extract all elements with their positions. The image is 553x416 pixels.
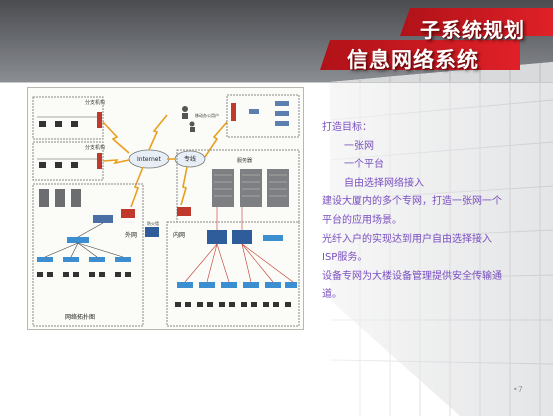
- branch-label-1: 分支机构: [85, 99, 105, 106]
- branch-pc-icons: [39, 121, 78, 168]
- svg-text:专线: 专线: [184, 155, 196, 163]
- inner-pc-icons: [175, 302, 291, 307]
- diagram-caption: 网络拓扑图: [65, 313, 95, 321]
- firewall-label: 防火墙: [147, 220, 159, 226]
- outer-net-label: 外网: [125, 231, 137, 239]
- inner-net-label: 内网: [173, 231, 185, 239]
- server-label: 服务器: [237, 157, 252, 164]
- body-text: 打造目标： 一张网一个平台自由选择网络接入建设大厦内的多个专网，打造一张网一个平台…: [322, 119, 522, 305]
- network-topology-diagram: 分支机构 分支机构 Internet 专线: [27, 87, 304, 330]
- body-line: 建设大厦内的多个专网，打造一张网一个: [322, 196, 502, 208]
- center-firewall-icon: [145, 227, 159, 237]
- svg-text:Internet: Internet: [137, 156, 161, 163]
- page-number: •7: [513, 385, 523, 394]
- body-line: 一个平台: [344, 159, 384, 171]
- body-line: ISP服务。: [322, 252, 368, 264]
- outer-pc-icons: [37, 272, 131, 277]
- remote-user-label: 移动办公用户: [195, 112, 219, 118]
- private-line-cloud-icon: 专线: [174, 150, 206, 168]
- branch-firewall-icon: [97, 112, 102, 128]
- outer-firewall-icon: [121, 209, 135, 218]
- body-line: 光纤入户的实现达到用户自由选择接入: [322, 233, 492, 245]
- internet-cloud-icon: Internet: [128, 149, 170, 169]
- body-line: 道。: [322, 289, 342, 301]
- remote-user-icon: [182, 106, 195, 132]
- branch-firewall-icon: [97, 153, 102, 169]
- inner-firewall-icon: [177, 207, 191, 216]
- body-line: 一张网: [344, 140, 374, 152]
- slide-subtitle: 信息网络系统: [347, 48, 479, 72]
- body-line: 平台的应用场景。: [322, 214, 402, 226]
- body-line: 自由选择网络接入: [344, 177, 424, 189]
- access-switch-icons: [177, 282, 297, 288]
- slide-title: 子系统规划: [420, 18, 525, 42]
- body-line: 设备专网为大楼设备管理提供安全传输通: [322, 270, 502, 282]
- outer-switch-icons: [37, 237, 131, 262]
- wan-links: [102, 114, 228, 208]
- outer-server-icons: [39, 189, 81, 207]
- regional-switch-icons: [249, 101, 289, 126]
- server-rack-icons: [212, 169, 289, 207]
- core-switch-icons: [207, 230, 252, 244]
- body-line: 打造目标：: [322, 122, 372, 133]
- branch-label-2: 分支机构: [85, 144, 105, 151]
